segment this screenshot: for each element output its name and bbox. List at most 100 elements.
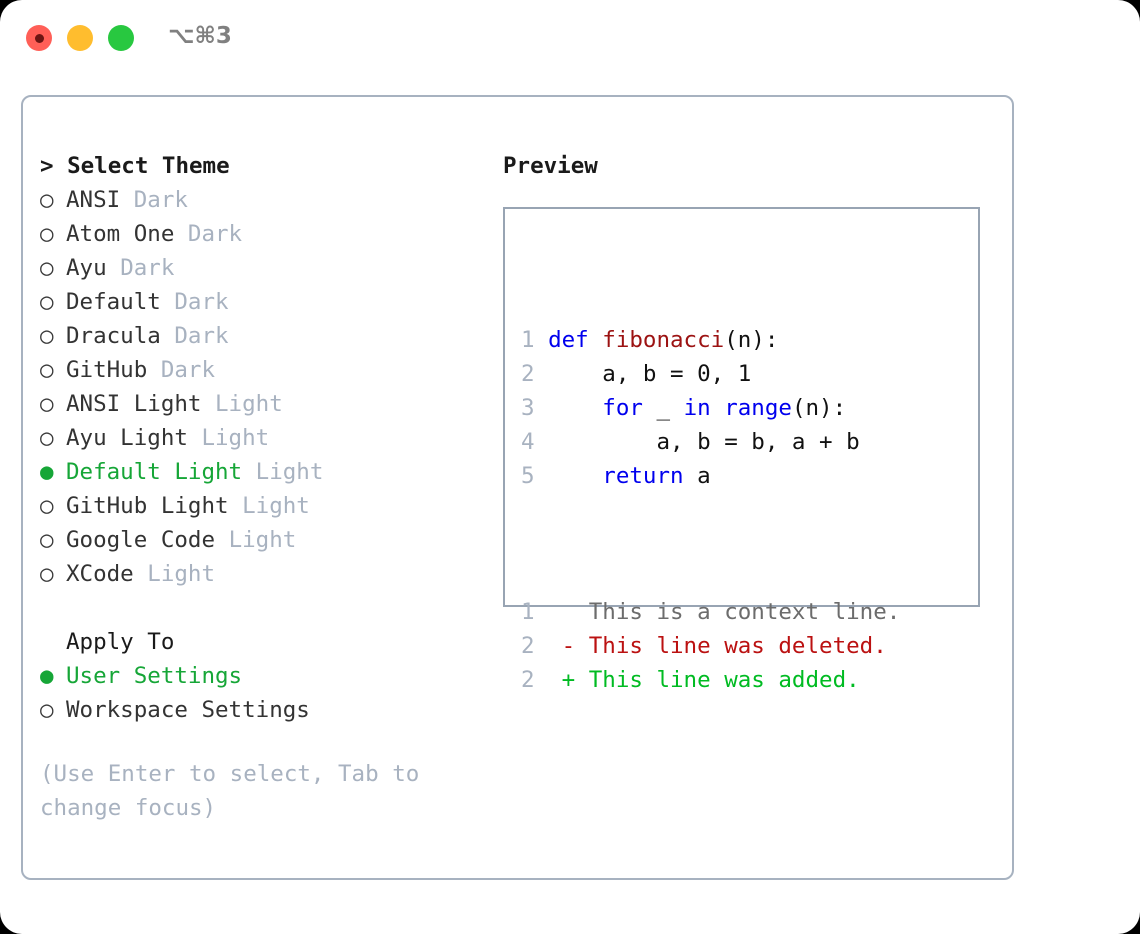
diff-line-text: This is a context line. bbox=[548, 599, 901, 625]
label-tag-gap bbox=[107, 255, 121, 281]
theme-picker-card: > Select Theme ○ANSI Dark○Atom One Dark○… bbox=[21, 95, 1014, 880]
label-tag-gap bbox=[229, 493, 243, 519]
select-theme-header: > Select Theme bbox=[40, 149, 490, 183]
radio-unselected-icon: ○ bbox=[40, 357, 54, 383]
code-line: 2 a, b = 0, 1 bbox=[521, 357, 900, 391]
apply-to-option-user-settings[interactable]: ● User Settings bbox=[40, 659, 490, 693]
theme-variant-tag: Light bbox=[215, 391, 283, 417]
apply-to-header: Apply To bbox=[40, 625, 490, 659]
label-tag-gap bbox=[215, 527, 229, 553]
theme-variant-tag: Light bbox=[228, 527, 297, 553]
radio-unselected-icon: ○ bbox=[40, 561, 54, 587]
line-number: 2 bbox=[521, 633, 549, 659]
code-token: (n): bbox=[724, 327, 779, 353]
diff-block: 1 This is a context line.2 - This line w… bbox=[521, 595, 900, 697]
apply-to-indent bbox=[40, 625, 66, 659]
radio-unselected-icon: ○ bbox=[40, 255, 54, 281]
theme-variant-tag: Dark bbox=[174, 323, 229, 349]
list-spacer bbox=[40, 591, 490, 625]
theme-option-label: GitHub Light bbox=[66, 493, 229, 519]
minimize-button[interactable] bbox=[67, 25, 93, 51]
apply-to-option-label: Workspace Settings bbox=[66, 697, 310, 723]
diff-line: 1 This is a context line. bbox=[521, 595, 900, 629]
label-tag-gap bbox=[188, 425, 202, 451]
theme-option-list: ○ANSI Dark○Atom One Dark○Ayu Dark○Defaul… bbox=[40, 183, 490, 591]
theme-variant-tag: Dark bbox=[187, 221, 243, 247]
label-tag-gap bbox=[242, 459, 256, 485]
radio-unselected-icon: ○ bbox=[40, 187, 54, 213]
apply-to-title: Apply To bbox=[66, 629, 175, 655]
label-tag-gap bbox=[201, 391, 215, 417]
label-tag-gap bbox=[174, 221, 188, 247]
theme-variant-tag: Light bbox=[147, 561, 216, 587]
radio-unselected-icon: ○ bbox=[40, 527, 54, 553]
traffic-light-group bbox=[26, 25, 134, 51]
line-number: 2 bbox=[521, 667, 549, 693]
code-token bbox=[711, 395, 725, 421]
radio-selected-icon: ● bbox=[40, 459, 54, 485]
code-token: return bbox=[602, 463, 684, 489]
code-token: a bbox=[683, 463, 711, 489]
radio-unselected-icon: ○ bbox=[40, 697, 54, 723]
preview-column: Preview 1 def fibonacci(n):2 a, b = 0, 1… bbox=[503, 149, 1003, 693]
radio-unselected-icon: ○ bbox=[40, 323, 54, 349]
theme-option-label: Default bbox=[66, 289, 161, 315]
theme-option-label: Ayu bbox=[66, 255, 107, 281]
label-tag-gap bbox=[161, 289, 175, 315]
theme-variant-tag: Dark bbox=[174, 289, 229, 315]
line-number: 5 bbox=[521, 463, 549, 489]
theme-option-label: Default Light bbox=[66, 459, 243, 485]
label-tag-gap bbox=[161, 323, 175, 349]
theme-variant-tag: Dark bbox=[160, 357, 216, 383]
theme-option-dracula[interactable]: ○ Dracula Dark bbox=[40, 319, 490, 353]
code-token: (n): bbox=[791, 395, 847, 421]
theme-option-ayu[interactable]: ○ Ayu Dark bbox=[40, 251, 490, 285]
code-line: 5 return a bbox=[521, 459, 900, 493]
theme-option-ansi[interactable]: ○ANSI Dark bbox=[40, 183, 490, 217]
line-number: 3 bbox=[521, 395, 549, 421]
close-button[interactable] bbox=[26, 25, 52, 51]
theme-variant-tag: Dark bbox=[120, 255, 175, 281]
preview-title: Preview bbox=[503, 153, 598, 179]
theme-option-atom-one[interactable]: ○ Atom One Dark bbox=[40, 217, 490, 251]
maximize-button[interactable] bbox=[108, 25, 134, 51]
code-line: 4 a, b = b, a + b bbox=[521, 425, 900, 459]
apply-to-option-label: User Settings bbox=[66, 663, 243, 689]
radio-unselected-icon: ○ bbox=[40, 221, 54, 247]
theme-option-label: GitHub bbox=[66, 357, 148, 383]
apply-to-option-workspace-settings[interactable]: ○ Workspace Settings bbox=[40, 693, 490, 727]
code-token: a, b = 0, 1 bbox=[548, 361, 752, 387]
label-tag-gap bbox=[147, 357, 161, 383]
label-tag-gap bbox=[134, 561, 148, 587]
prompt-caret-icon: > bbox=[40, 153, 68, 179]
theme-option-default[interactable]: ○ Default Dark bbox=[40, 285, 490, 319]
code-token: for bbox=[602, 395, 643, 421]
keyboard-hint-text: (Use Enter to select, Tab to change focu… bbox=[40, 761, 420, 821]
title-bar: ⌥⌘3 bbox=[0, 0, 1140, 78]
theme-option-ansi-light[interactable]: ○ANSI Light Light bbox=[40, 387, 490, 421]
theme-option-github[interactable]: ○ GitHub Dark bbox=[40, 353, 490, 387]
code-token: a, b = b, a + b bbox=[548, 429, 860, 455]
theme-option-label: Atom One bbox=[66, 221, 175, 247]
radio-selected-icon: ● bbox=[40, 663, 54, 689]
theme-option-xcode[interactable]: ○ XCode Light bbox=[40, 557, 490, 591]
radio-unselected-icon: ○ bbox=[40, 493, 54, 519]
theme-option-ayu-light[interactable]: ○Ayu Light Light bbox=[40, 421, 490, 455]
radio-unselected-icon: ○ bbox=[40, 289, 54, 315]
apply-to-option-list: ● User Settings ○ Workspace Settings bbox=[40, 659, 490, 727]
theme-option-label: XCode bbox=[66, 561, 134, 587]
line-number: 2 bbox=[521, 361, 549, 387]
theme-list-column: > Select Theme ○ANSI Dark○Atom One Dark○… bbox=[40, 149, 490, 825]
code-token: in bbox=[683, 395, 711, 421]
code-line: 1 def fibonacci(n): bbox=[521, 323, 900, 357]
code-token: _ bbox=[642, 395, 684, 421]
theme-option-google-code[interactable]: ○Google Code Light bbox=[40, 523, 490, 557]
theme-option-github-light[interactable]: ○GitHub Light Light bbox=[40, 489, 490, 523]
radio-unselected-icon: ○ bbox=[40, 425, 54, 451]
line-number: 4 bbox=[521, 429, 549, 455]
theme-option-label: Dracula bbox=[66, 323, 161, 349]
theme-option-default-light[interactable]: ●Default Light Light bbox=[40, 455, 490, 489]
